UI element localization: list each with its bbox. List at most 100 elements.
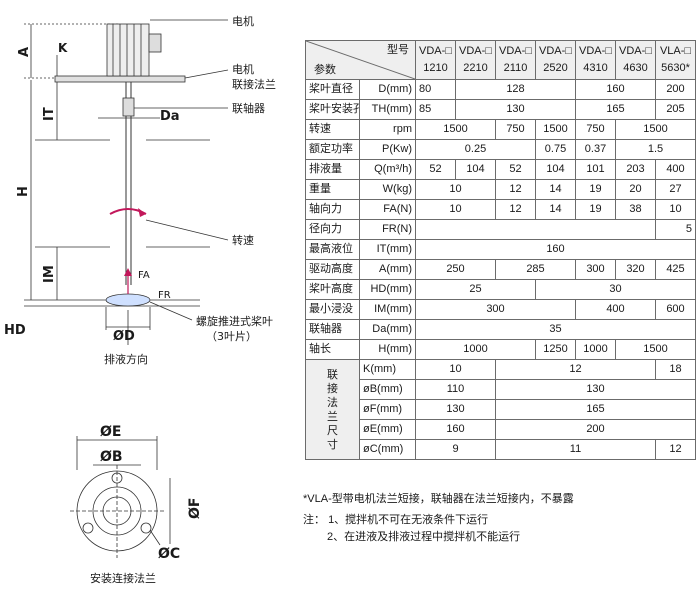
table-cell: 300 (575, 259, 616, 280)
table-cell: 12 (655, 439, 696, 460)
table-cell: 1500 (615, 119, 696, 140)
dim-fa: FA (138, 270, 150, 281)
dim-e: ØE (100, 424, 121, 440)
table-cell: 85 (415, 99, 456, 120)
note-line-1: 注： 1、搅拌机不可在无液条件下运行 (303, 511, 488, 527)
model-header-line1: VLA-□ (659, 45, 692, 57)
dim-d: ØD (113, 329, 135, 344)
table-cell: 130 (415, 399, 496, 420)
model-header-line2: 5630* (661, 62, 690, 74)
table-cell: 1250 (535, 339, 576, 360)
dim-fr: FR (158, 290, 171, 301)
table-cell: 250 (415, 259, 496, 280)
param-unit: W(kg) (359, 179, 416, 200)
dim-im: IM (42, 265, 57, 283)
param-name: 最小浸没 (305, 299, 360, 320)
table-cell: 160 (575, 79, 656, 100)
dim-f: ØF (187, 498, 203, 519)
dim-it: IT (42, 107, 57, 121)
table-cell: 27 (655, 179, 696, 200)
table-cell: 1000 (575, 339, 616, 360)
param-unit: A(mm) (359, 259, 416, 280)
label-impeller-2: （3叶片） (206, 330, 257, 343)
param-name: 桨叶直径 (305, 79, 360, 100)
param-name: 排液量 (305, 159, 360, 180)
table-cell: 0.37 (575, 139, 616, 160)
model-header-line1: VDA-□ (459, 45, 492, 57)
flange-title: 联接法兰尺寸 (305, 359, 360, 460)
table-cell: 400 (575, 299, 656, 320)
label-mount-flange: 安装连接法兰 (90, 571, 156, 585)
table-cell: 19 (575, 179, 616, 200)
note-star: *VLA-型带电机法兰短接，联轴器在法兰短接内，不暴露 (303, 493, 574, 505)
flange-unit: øB(mm) (359, 379, 416, 400)
dim-c: ØC (158, 546, 180, 562)
table-cell: 19 (575, 199, 616, 220)
table-cell: 600 (655, 299, 696, 320)
table-cell: 1000 (415, 339, 536, 360)
flange-title-char: 兰 (327, 410, 338, 423)
label-coupling: 联轴器 (232, 101, 265, 115)
param-name: 桨叶安装孔 (305, 99, 360, 120)
table-cell: 400 (655, 159, 696, 180)
param-name: 轴长 (305, 339, 360, 360)
header-model: 型号 (387, 44, 409, 56)
table-cell: 750 (575, 119, 616, 140)
table-cell: 130 (495, 379, 696, 400)
param-name: 桨叶高度 (305, 279, 360, 300)
table-cell: 0.25 (415, 139, 536, 160)
model-header-1: VDA-□2210 (455, 40, 496, 80)
label-impeller: 螺旋推进式桨叶 (196, 314, 273, 328)
table-cell: 0.75 (535, 139, 576, 160)
dim-h: H (16, 186, 31, 197)
param-name: 重量 (305, 179, 360, 200)
model-header-line1: VDA-□ (619, 45, 652, 57)
model-header-line2: 4310 (583, 62, 608, 74)
model-header-line1: VDA-□ (579, 45, 612, 57)
flange-title-char: 寸 (327, 438, 338, 451)
table-cell: 35 (415, 319, 696, 340)
model-header-4: VDA-□ 4310 (575, 40, 616, 80)
table-cell: 52 (415, 159, 456, 180)
table-cell: 20 (615, 179, 656, 200)
model-header-3: VDA-□2520 (535, 40, 576, 80)
diagonal-line (306, 41, 415, 79)
agitator-diagram: 电机 电机 联接法兰 联轴器 转速 螺旋推进式桨叶 （3叶片） 排液方向 安装连… (4, 14, 276, 585)
table-cell: 10 (415, 199, 496, 220)
param-unit: HD(mm) (359, 279, 416, 300)
table-cell: 1500 (615, 339, 696, 360)
table-cell: 160 (415, 419, 496, 440)
flange-title-char: 接 (327, 382, 338, 395)
table-cell: 1500 (415, 119, 496, 140)
table-cell: 320 (615, 259, 656, 280)
table-cell: 9 (415, 439, 496, 460)
table-cell: 101 (575, 159, 616, 180)
note-1: 1、搅拌机不可在无液条件下运行 (328, 514, 489, 526)
note-2: 2、在进液及排液过程中搅拌机不能运行 (327, 531, 521, 543)
table-cell: 11 (495, 439, 656, 460)
table-cell: 1500 (535, 119, 576, 140)
model-header-5: VDA-□ 4630 (615, 40, 656, 80)
table-cell: 80 (415, 79, 456, 100)
table-cell: 12 (495, 359, 656, 380)
label-discharge: 排液方向 (104, 352, 148, 366)
table-cell: 160 (415, 239, 696, 260)
param-unit: IM(mm) (359, 299, 416, 320)
model-header-line2: 4630 (623, 62, 648, 74)
param-unit: D(mm) (359, 79, 416, 100)
table-cell: 110 (415, 379, 496, 400)
table-cell: 10 (415, 179, 496, 200)
note-prefix: 注： (303, 514, 325, 526)
model-header-line2: 2110 (503, 62, 528, 74)
